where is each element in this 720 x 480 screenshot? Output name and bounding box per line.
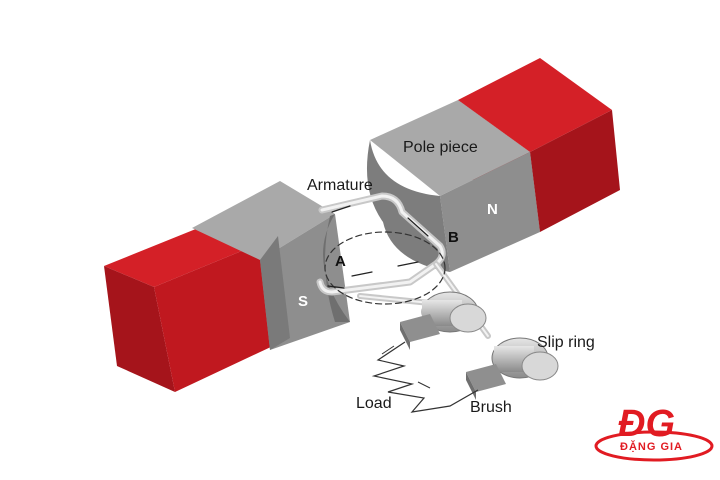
right-magnet-red-top [458,58,612,152]
left-magnet [104,181,350,392]
point-a-label: A [335,253,346,270]
dang-gia-logo: ĐG ĐẶNG GIA [594,403,714,462]
left-pole-top [192,181,335,260]
load-circuit [371,341,479,413]
right-magnet [366,58,620,272]
logo-mark: ĐG [618,403,675,445]
right-magnet-red-side [530,110,620,232]
right-pole-front [440,152,540,272]
slip-ring-1 [421,291,487,333]
north-pole-label: N [487,201,498,218]
left-pole-face [260,236,290,350]
slip-ring-label: Slip ring [537,334,595,351]
slip-ring-2 [491,337,559,381]
brush-1 [400,314,440,350]
armature-label: Armature [307,177,373,194]
logo-name: ĐẶNG GIA [620,440,683,453]
point-b-label: B [448,229,459,246]
left-magnet-red-side [154,236,290,392]
left-magnet-red-front [104,266,175,392]
brush-label: Brush [470,399,512,416]
load-label: Load [356,395,392,412]
pole-piece-label: Pole piece [403,139,478,156]
right-pole-top [370,100,530,196]
south-pole-label: S [298,293,308,310]
